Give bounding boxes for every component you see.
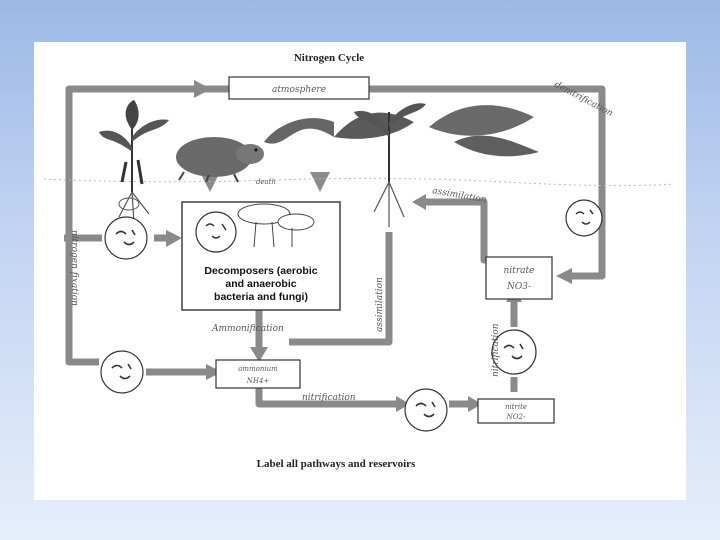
nitrifying-bacteria-lower <box>404 388 448 432</box>
root-nodule-bacteria <box>104 216 148 260</box>
ammonification-label: Ammonification <box>211 324 284 334</box>
nitrite-reservoir: nitrite NO2- <box>477 398 555 424</box>
nitrate-label: nitrate <box>504 266 535 276</box>
arrow-assimilation <box>412 194 426 210</box>
ammonium-box <box>215 359 301 389</box>
ammonium-reservoir: ammonium NH4+ <box>215 359 301 389</box>
decomposers-line-3: bacteria and fungi) <box>214 291 308 303</box>
nitrogen-cycle-diagram: Nitrogen Cycle <box>43 52 675 470</box>
nitrification-bottom-label: nitrification <box>302 393 356 403</box>
decomposer-bacteria-icon <box>195 211 237 253</box>
ammonium-formula: NH4+ <box>246 377 270 385</box>
nitrogen-fixation-label: nitrogen fixation <box>69 230 79 306</box>
arrow-denitrification <box>556 268 572 284</box>
fixation-pipe <box>65 85 229 366</box>
nitrate-formula: NO3- <box>506 282 531 292</box>
arrow-fixation-ammonium <box>206 364 222 380</box>
decomposers-reservoir: Decomposers (aerobic and anaerobic bacte… <box>181 201 341 311</box>
nitrate-reservoir: nitrate NO3- <box>485 256 553 300</box>
arrow-to-roots <box>166 230 182 247</box>
mole-illustration <box>176 137 264 183</box>
atmosphere-box <box>228 76 370 100</box>
arrow-to-nitrite <box>468 396 482 412</box>
atmosphere-reservoir: atmosphere <box>228 76 370 100</box>
soil-line <box>43 177 675 187</box>
pathway-arrows <box>166 80 572 412</box>
plant-left-illustration <box>99 100 169 223</box>
nitrification-vertical-label: nitrification <box>491 323 501 377</box>
assimilation-pipe <box>419 198 489 264</box>
arrow-to-ammonium <box>250 347 268 362</box>
worksheet: Nitrogen Cycle <box>34 42 686 500</box>
fixing-bacteria <box>100 350 144 394</box>
assimilation-vertical-label: assimilation <box>375 277 385 332</box>
ammonium-label: ammonium <box>238 365 278 373</box>
arrow-death-right <box>310 172 330 192</box>
nitrite-box <box>477 398 555 424</box>
atmosphere-label: atmosphere <box>272 85 326 95</box>
diagram-title: Nitrogen Cycle <box>294 52 364 64</box>
nitrite-formula: NO2- <box>506 413 526 421</box>
death-label: death <box>256 178 276 186</box>
worksheet-caption: Label all pathways and reservoirs <box>257 458 416 470</box>
nitrite-label: nitrite <box>505 403 527 411</box>
arrow-to-atmosphere <box>194 80 211 98</box>
arrow-to-nitrite-bacteria <box>396 396 410 412</box>
denitrifying-bacteria <box>565 199 603 237</box>
nitrification-pipe <box>255 384 402 408</box>
assimilation-return-pipe <box>289 232 393 346</box>
plant-right-illustration <box>264 103 539 227</box>
nitrifying-bacteria-upper <box>491 329 537 375</box>
decomposers-line-1: Decomposers (aerobic <box>204 265 317 277</box>
nitrate-box <box>485 256 553 300</box>
denitrification-pipe <box>369 85 606 280</box>
decomposers-line-2: and anaerobic <box>225 278 296 290</box>
